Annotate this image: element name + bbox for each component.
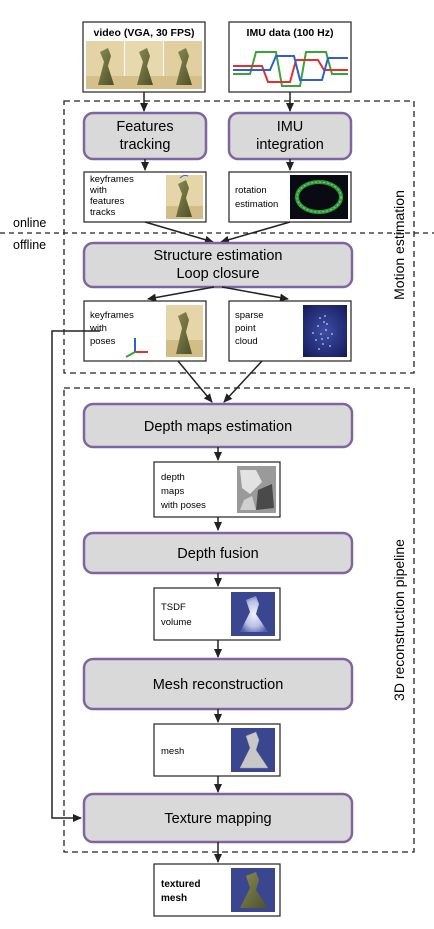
features-tracking-line1: Features bbox=[116, 119, 173, 135]
keyframes-tracks-line4: tracks bbox=[90, 207, 116, 218]
textured-mesh-output: textured mesh bbox=[153, 863, 281, 917]
tsdf-output: TSDF volume bbox=[153, 587, 281, 641]
arrow-poses-to-texture bbox=[51, 330, 100, 822]
tsdf-thumbnail bbox=[231, 592, 275, 636]
tsdf-line2: volume bbox=[161, 617, 192, 628]
arrow-rotation-to-structure bbox=[220, 221, 291, 244]
keyframes-poses-line1: keyframes bbox=[90, 310, 134, 321]
sparse-cloud-output: sparse point cloud bbox=[228, 300, 352, 362]
arrow-structure-to-poses bbox=[147, 286, 215, 302]
depth-maps-process: Depth maps estimation bbox=[82, 402, 354, 449]
depth-fusion-process: Depth fusion bbox=[82, 531, 354, 575]
keyframes-tracks-line1: keyframes bbox=[90, 174, 134, 185]
imu-input-box: IMU data (100 Hz) bbox=[228, 21, 352, 93]
arrow-structure-to-cloud bbox=[221, 286, 289, 302]
mesh-reconstruction-label: Mesh reconstruction bbox=[153, 677, 284, 693]
structure-line1: Structure estimation bbox=[154, 248, 283, 264]
mesh-thumbnail bbox=[231, 728, 275, 772]
keyframes-tracks-output: keyframes with features tracks bbox=[83, 171, 207, 223]
offline-label: offline bbox=[13, 238, 46, 252]
pose-axes-icon bbox=[125, 338, 148, 358]
tsdf-line1: TSDF bbox=[161, 602, 186, 613]
depth-maps-line1: depth bbox=[161, 472, 185, 483]
keyframes-tracks-line2: with bbox=[89, 185, 107, 196]
motion-estimation-label: Motion estimation bbox=[391, 190, 407, 300]
imu-input-title: IMU data (100 Hz) bbox=[247, 27, 334, 39]
depth-maps-output: depth maps with poses bbox=[153, 461, 281, 518]
reconstruction-label: 3D reconstruction pipeline bbox=[391, 539, 407, 701]
imu-integration-process: IMU integration bbox=[227, 111, 353, 161]
structure-estimation-process: Structure estimation Loop closure bbox=[82, 241, 354, 289]
depth-map-thumbnail bbox=[237, 466, 276, 513]
imu-signal-plot bbox=[233, 51, 348, 87]
rotation-estimation-output: rotation estimation bbox=[228, 171, 352, 223]
texture-mapping-process: Texture mapping bbox=[82, 792, 354, 844]
rotation-line2: estimation bbox=[235, 199, 278, 210]
arrow-keyframes-to-structure bbox=[144, 221, 214, 244]
reconstruction-region bbox=[63, 387, 415, 853]
keyframe-pose-thumbnail bbox=[166, 305, 203, 357]
sparse-cloud-thumbnail bbox=[303, 305, 347, 357]
video-input-title: video (VGA, 30 FPS) bbox=[94, 27, 195, 39]
rotation-line1: rotation bbox=[235, 185, 267, 196]
mesh-reconstruction-process: Mesh reconstruction bbox=[82, 657, 354, 711]
depth-fusion-label: Depth fusion bbox=[177, 546, 258, 562]
online-label: online bbox=[13, 216, 46, 230]
arrow-cloud-to-depthmaps bbox=[223, 360, 263, 403]
keyframes-poses-line2: with bbox=[89, 323, 107, 334]
video-frames-image bbox=[86, 41, 202, 89]
textured-mesh-line1: textured bbox=[161, 879, 200, 890]
depth-maps-line2: maps bbox=[161, 486, 184, 497]
textured-mesh-thumbnail bbox=[231, 868, 275, 912]
keyframe-tracks-thumbnail bbox=[166, 174, 203, 219]
mesh-line1: mesh bbox=[161, 746, 184, 757]
arrow-poses-to-depthmaps bbox=[177, 360, 213, 403]
features-tracking-line2: tracking bbox=[120, 137, 171, 153]
textured-mesh-line2: mesh bbox=[161, 893, 187, 904]
imu-integration-line2: integration bbox=[256, 137, 324, 153]
mesh-output: mesh bbox=[153, 723, 281, 777]
sparse-cloud-line1: sparse bbox=[235, 310, 264, 321]
keyframes-poses-output: keyframes with poses bbox=[83, 300, 207, 362]
video-input-box: video (VGA, 30 FPS) bbox=[82, 21, 206, 93]
rotation-trajectory-thumbnail bbox=[290, 175, 348, 219]
depth-maps-process-label: Depth maps estimation bbox=[144, 419, 292, 435]
features-tracking-process: Features tracking bbox=[82, 111, 208, 161]
structure-line2: Loop closure bbox=[176, 266, 259, 282]
sparse-cloud-line2: point bbox=[235, 323, 256, 334]
sparse-cloud-line3: cloud bbox=[235, 336, 258, 347]
keyframes-poses-line3: poses bbox=[90, 336, 116, 347]
depth-maps-line3: with poses bbox=[160, 500, 206, 511]
imu-integration-line1: IMU bbox=[277, 119, 304, 135]
keyframes-tracks-line3: features bbox=[90, 196, 125, 207]
texture-mapping-label: Texture mapping bbox=[164, 811, 271, 827]
motion-estimation-region bbox=[63, 100, 415, 374]
